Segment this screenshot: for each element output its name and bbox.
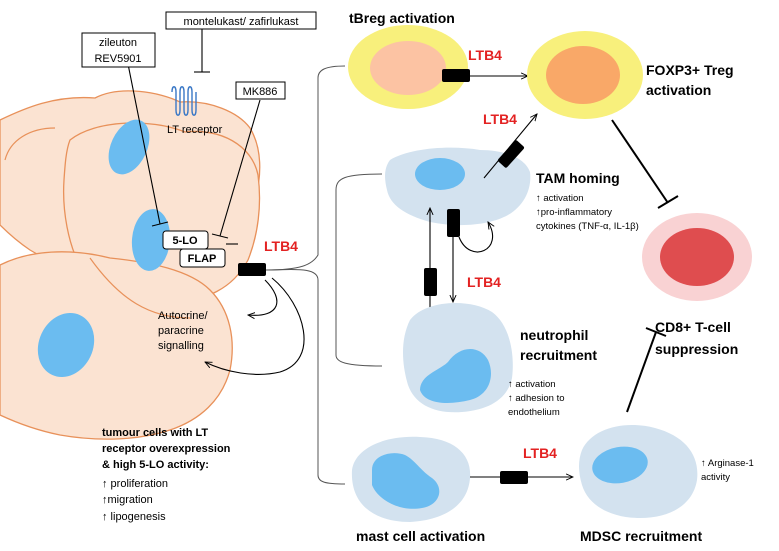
drug-inhibition-lines (127, 27, 261, 245)
mdsc-nucleus (592, 446, 648, 484)
signalling-line-2: paracrine (158, 325, 204, 337)
tumour-cell-membrane-arc-2 (89, 257, 191, 319)
cd8-title-line-2: suppression (655, 341, 738, 357)
ltb4-molecule-breg (442, 69, 470, 82)
ltb4-label-neutrophil: LTB4 (467, 274, 501, 290)
montelukast-label: montelukast/ zafirlukast (184, 16, 299, 28)
branch-bracket (265, 65, 383, 485)
tam-detail-3: cytokines (TNF-α, IL-1β) (536, 221, 639, 232)
tumour-nucleus-middle (131, 209, 171, 271)
tumour-effect-lipogenesis: ↑ lipogenesis (102, 511, 166, 523)
mk886-box (235, 81, 286, 100)
ltb4-molecule-tam-in (447, 209, 460, 237)
ltb4-label-breg: LTB4 (468, 47, 502, 63)
neutrophil-detail-1: ↑ activation (508, 379, 556, 390)
tbreg-title: tBreg activation (349, 10, 455, 26)
tumour-cell-cluster (0, 90, 261, 440)
neutrophil-nucleus (420, 348, 491, 403)
mdsc-inhibits-cd8-bar (645, 327, 667, 337)
flap-label: FLAP (188, 253, 217, 265)
signalling-line-1: Autocrine/ (158, 310, 208, 322)
tumour-effect-proliferation: ↑ proliferation (102, 478, 168, 490)
treg-cell-inner (546, 46, 620, 104)
zileuton-box (81, 32, 156, 68)
mast-title: mast cell activation (356, 528, 485, 544)
ltb4-label-mast: LTB4 (523, 445, 557, 461)
treg-inhibits-cd8-bar (657, 195, 679, 209)
mdsc-title: MDSC recruitment (580, 528, 702, 544)
mast-cell-nucleus (372, 453, 440, 509)
tbreg-cell-inner (370, 41, 446, 95)
flap-box (179, 248, 226, 268)
ltb4-molecule-tam-out (497, 140, 525, 168)
treg-title-line-1: FOXP3+ Treg (646, 62, 734, 78)
tumour-cell-lower (0, 251, 233, 440)
tumour-nucleus-top (108, 119, 150, 175)
tumour-caption-line-1: tumour cells with LT (102, 427, 208, 439)
tam-autocrine-arrow (458, 222, 493, 253)
signalling-line-3: signalling (158, 340, 204, 352)
autocrine-arrow-large (205, 277, 305, 375)
mdsc-inhibits-cd8-line (626, 331, 657, 413)
mk886-label: MK886 (243, 86, 278, 98)
mdsc-detail-2: activity (701, 472, 730, 483)
treg-inhibits-cd8-line (611, 119, 669, 204)
tumour-caption-line-3: & high 5-LO activity: (102, 459, 209, 471)
five-lo-label: 5-LO (172, 235, 198, 247)
tam-nucleus (415, 158, 465, 190)
lt-receptor-label: LT receptor (167, 124, 223, 136)
tam-title: TAM homing (536, 170, 620, 186)
montelukast-box (165, 11, 317, 30)
ltb4-label-tumour: LTB4 (264, 238, 298, 254)
autocrine-arrow-small (248, 279, 278, 315)
rev5901-label: REV5901 (94, 53, 141, 65)
neutrophil-title-line-2: recruitment (520, 347, 597, 363)
neutrophil-detail-2: ↑ adhesion to (508, 393, 565, 404)
ltb4-molecule-neutrophil (424, 268, 437, 296)
ltb4-label-tam: LTB4 (483, 111, 517, 127)
neutrophil-title-line-1: neutrophil (520, 327, 588, 343)
treg-title-line-2: activation (646, 82, 711, 98)
tumour-caption-line-2: receptor overexpression (102, 443, 231, 455)
tumour-cell-membrane-arc (4, 127, 56, 161)
tam-detail-2: ↑pro-inflammatory (536, 207, 612, 218)
mdsc-detail-1: ↑ Arginase-1 (701, 458, 754, 469)
tumour-nucleus-lower (37, 312, 95, 378)
tam-detail-1: ↑ activation (536, 193, 584, 204)
neutrophil-detail-3: endothelium (508, 407, 560, 418)
ltb4-molecule-tumour (238, 263, 266, 276)
cd8-title-line-1: CD8+ T-cell (655, 319, 731, 335)
zileuton-label: zileuton (99, 37, 137, 49)
lt-receptor-icon (171, 86, 197, 116)
cd8-cell-inner (660, 228, 734, 286)
tumour-effect-migration: ↑migration (102, 494, 153, 506)
